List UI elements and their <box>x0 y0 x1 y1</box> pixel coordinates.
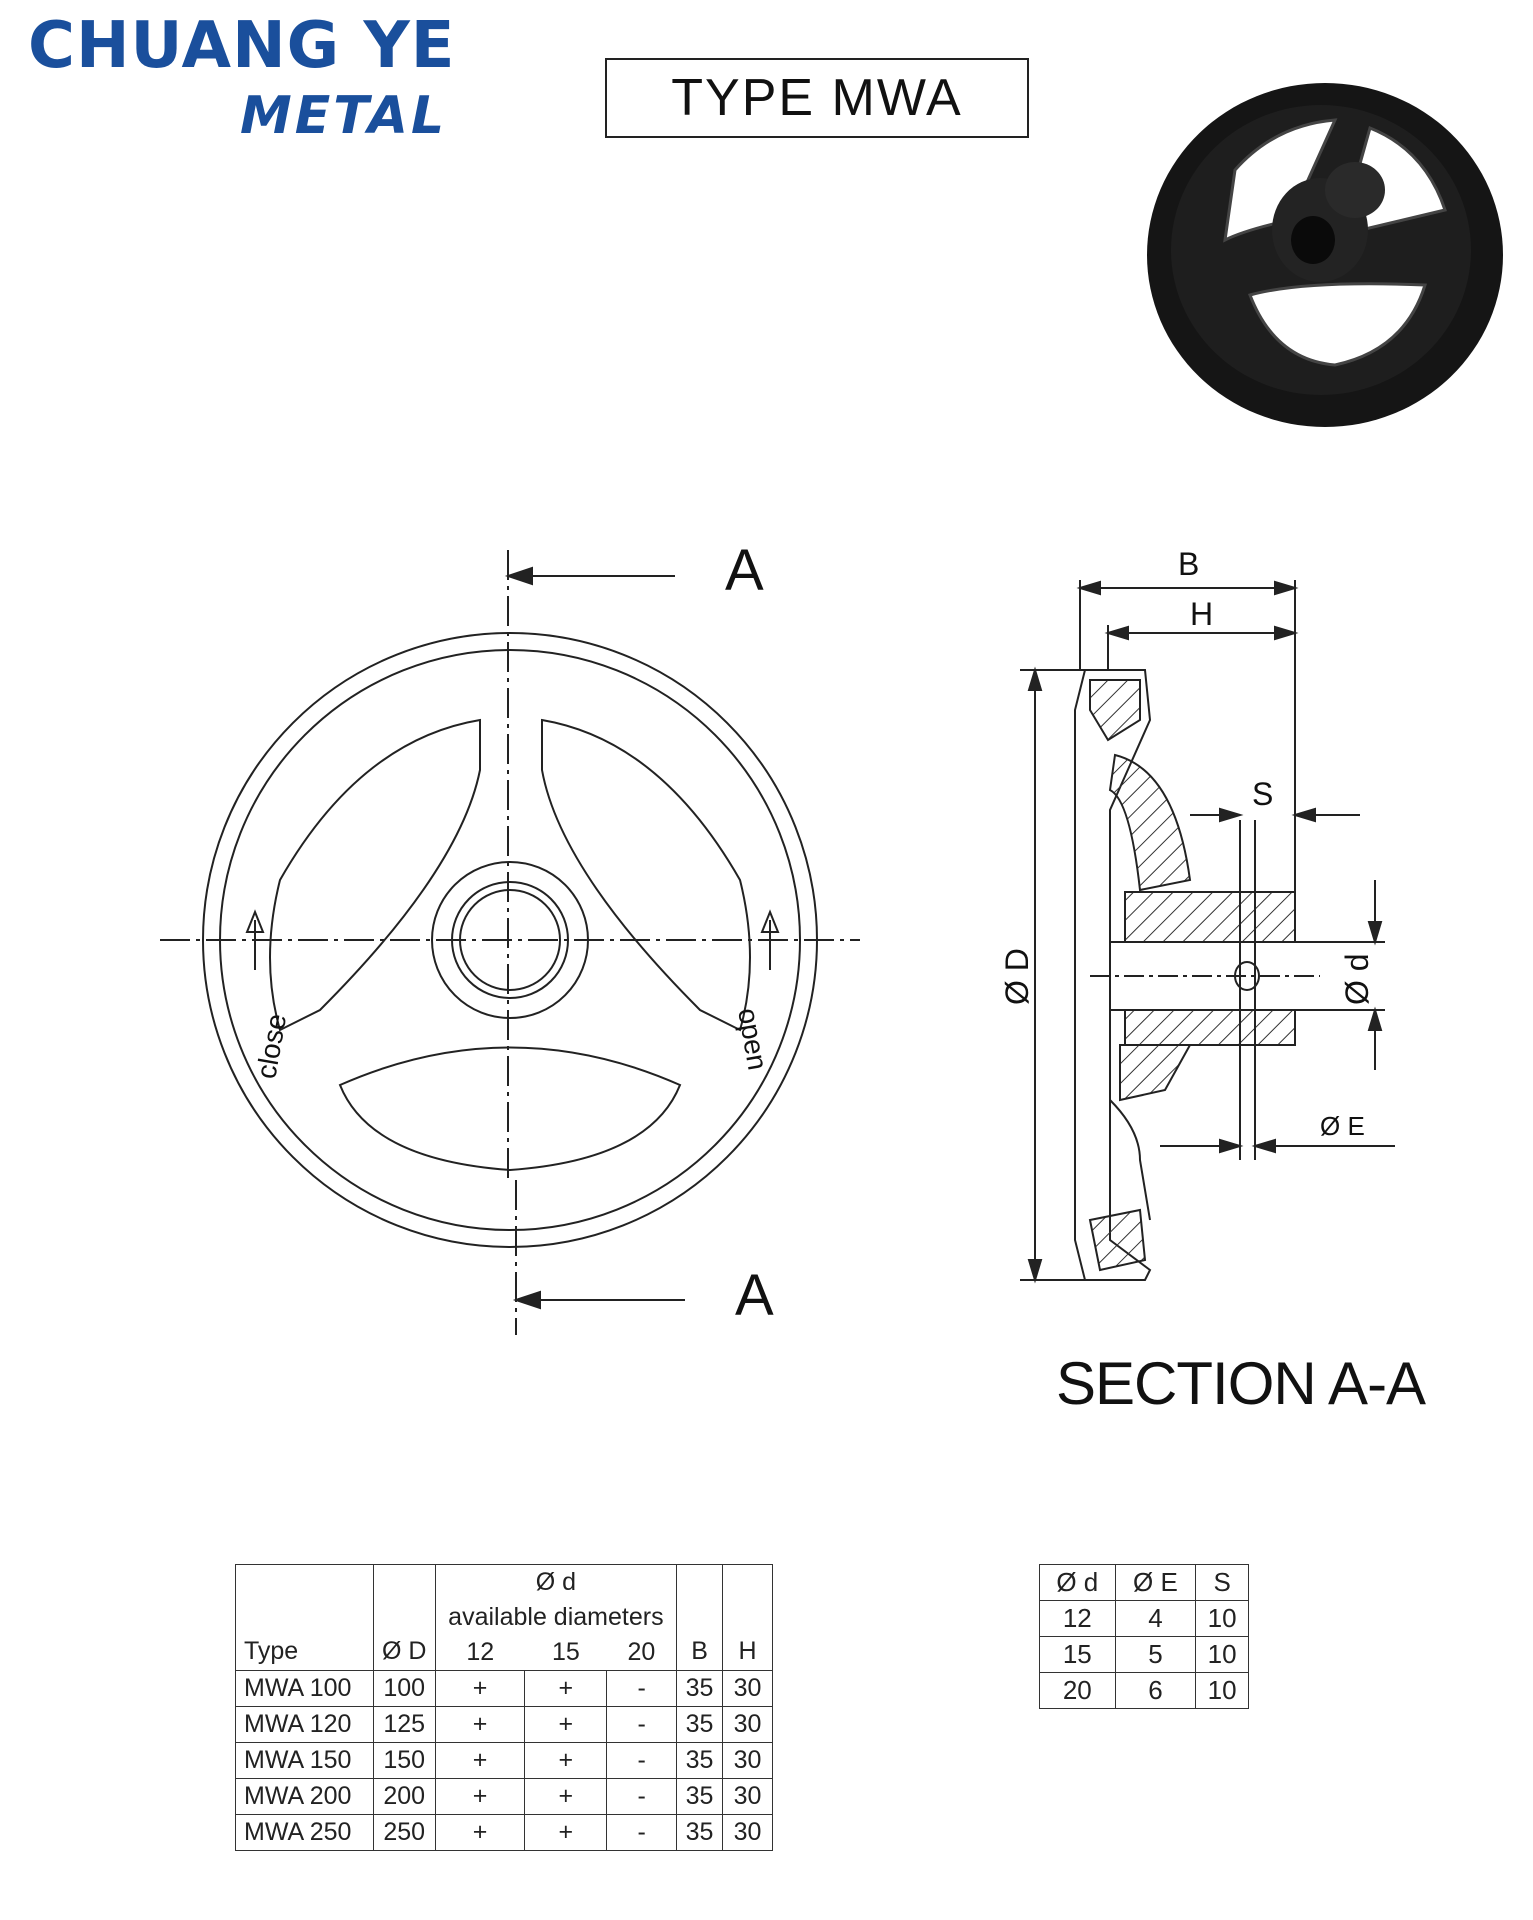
dimension-label-h: H <box>1190 596 1213 632</box>
header-type: Type <box>235 1564 374 1671</box>
cell-h: 30 <box>722 1706 773 1743</box>
header-d-size: 15 <box>524 1635 607 1671</box>
cell-outer-diameter: 150 <box>372 1742 436 1779</box>
section-mark-bottom: A <box>735 1263 774 1328</box>
section-caption: SECTION A-A <box>1056 1350 1426 1417</box>
cell-type: MWA 150 <box>235 1742 374 1779</box>
cell-hole-diameter: 5 <box>1114 1636 1197 1673</box>
cell-d12: + <box>434 1742 526 1779</box>
table-row: 20 6 10 <box>1039 1672 1249 1709</box>
header-bore-diameter: Ø d <box>1039 1564 1116 1601</box>
table-row: MWA 150 150 + + - 35 30 <box>235 1742 773 1779</box>
cell-s: 10 <box>1195 1600 1249 1637</box>
cell-type: MWA 200 <box>235 1778 374 1815</box>
cell-d20: - <box>606 1670 678 1707</box>
cell-h: 30 <box>722 1670 773 1707</box>
table-row: MWA 120 125 + + - 35 30 <box>235 1706 773 1743</box>
header-s: S <box>1195 1564 1249 1601</box>
dimensions-table: Type Ø D Ø d B H available diameters 12 … <box>235 1564 773 1851</box>
cell-d20: - <box>606 1778 678 1815</box>
cell-d12: + <box>434 1670 526 1707</box>
cell-hole-diameter: 4 <box>1114 1600 1197 1637</box>
cell-outer-diameter: 100 <box>372 1670 436 1707</box>
header-b: B <box>676 1564 724 1671</box>
cell-outer-diameter: 125 <box>372 1706 436 1743</box>
product-type-title: TYPE MWA <box>605 58 1029 138</box>
cell-b: 35 <box>676 1670 724 1707</box>
header-bore-diameter: Ø d <box>434 1564 678 1600</box>
cell-d12: + <box>434 1706 526 1743</box>
cell-d20: - <box>606 1706 678 1743</box>
cell-outer-diameter: 250 <box>372 1814 436 1851</box>
section-mark-top: A <box>725 540 764 603</box>
cell-h: 30 <box>722 1814 773 1851</box>
cell-d20: - <box>606 1742 678 1779</box>
cell-d12: + <box>434 1778 526 1815</box>
dimension-label-bore-diameter: Ø d <box>1339 953 1375 1005</box>
cell-d15: + <box>524 1742 608 1779</box>
handwheel-photo-icon <box>1147 83 1503 427</box>
direction-label-close: close <box>250 1011 292 1081</box>
header-h: H <box>722 1564 773 1671</box>
company-logo-name: CHUANG YE <box>28 9 456 83</box>
header-available-diameters: available diameters <box>434 1600 678 1635</box>
set-screw-table: Ø d Ø E S 12 4 10 15 5 10 20 6 10 <box>1039 1564 1249 1709</box>
cell-b: 35 <box>676 1814 724 1851</box>
cell-s: 10 <box>1195 1636 1249 1673</box>
dimension-label-s: S <box>1252 776 1273 812</box>
cell-type: MWA 120 <box>235 1706 374 1743</box>
table-row: MWA 250 250 + + - 35 30 <box>235 1814 773 1851</box>
cell-d15: + <box>524 1778 608 1815</box>
cell-b: 35 <box>676 1742 724 1779</box>
cell-d15: + <box>524 1706 608 1743</box>
cell-outer-diameter: 200 <box>372 1778 436 1815</box>
dimension-label-hole-diameter: Ø E <box>1320 1111 1365 1141</box>
handwheel-front-view-drawing: A A close open <box>160 540 860 1335</box>
cell-hole-diameter: 6 <box>1114 1672 1197 1709</box>
header-d-size: 20 <box>606 1635 678 1671</box>
cell-type: MWA 100 <box>235 1670 374 1707</box>
cell-b: 35 <box>676 1778 724 1815</box>
header-outer-diameter: Ø D <box>372 1564 436 1671</box>
cell-bore-diameter: 20 <box>1039 1672 1116 1709</box>
cell-d12: + <box>434 1814 526 1851</box>
cell-d15: + <box>524 1814 608 1851</box>
header-hole-diameter: Ø E <box>1114 1564 1197 1601</box>
cell-bore-diameter: 15 <box>1039 1636 1116 1673</box>
company-logo-subname: METAL <box>240 86 448 146</box>
cell-s: 10 <box>1195 1672 1249 1709</box>
header-d-size: 12 <box>434 1635 525 1671</box>
table-row: 12 4 10 <box>1039 1600 1249 1637</box>
table-row: 15 5 10 <box>1039 1636 1249 1673</box>
dimension-label-b: B <box>1178 546 1199 582</box>
section-a-a-drawing: B H S Ø D Ø d Ø E <box>999 546 1395 1284</box>
dimension-label-outer-diameter: Ø D <box>999 948 1035 1005</box>
cell-h: 30 <box>722 1778 773 1815</box>
table-row: MWA 100 100 + + - 35 30 <box>235 1670 773 1707</box>
cell-d20: - <box>606 1814 678 1851</box>
cell-b: 35 <box>676 1706 724 1743</box>
table-row: MWA 200 200 + + - 35 30 <box>235 1778 773 1815</box>
cell-bore-diameter: 12 <box>1039 1600 1116 1637</box>
direction-label-open: open <box>732 1006 773 1073</box>
cell-type: MWA 250 <box>235 1814 374 1851</box>
cell-d15: + <box>524 1670 608 1707</box>
cell-h: 30 <box>722 1742 773 1779</box>
